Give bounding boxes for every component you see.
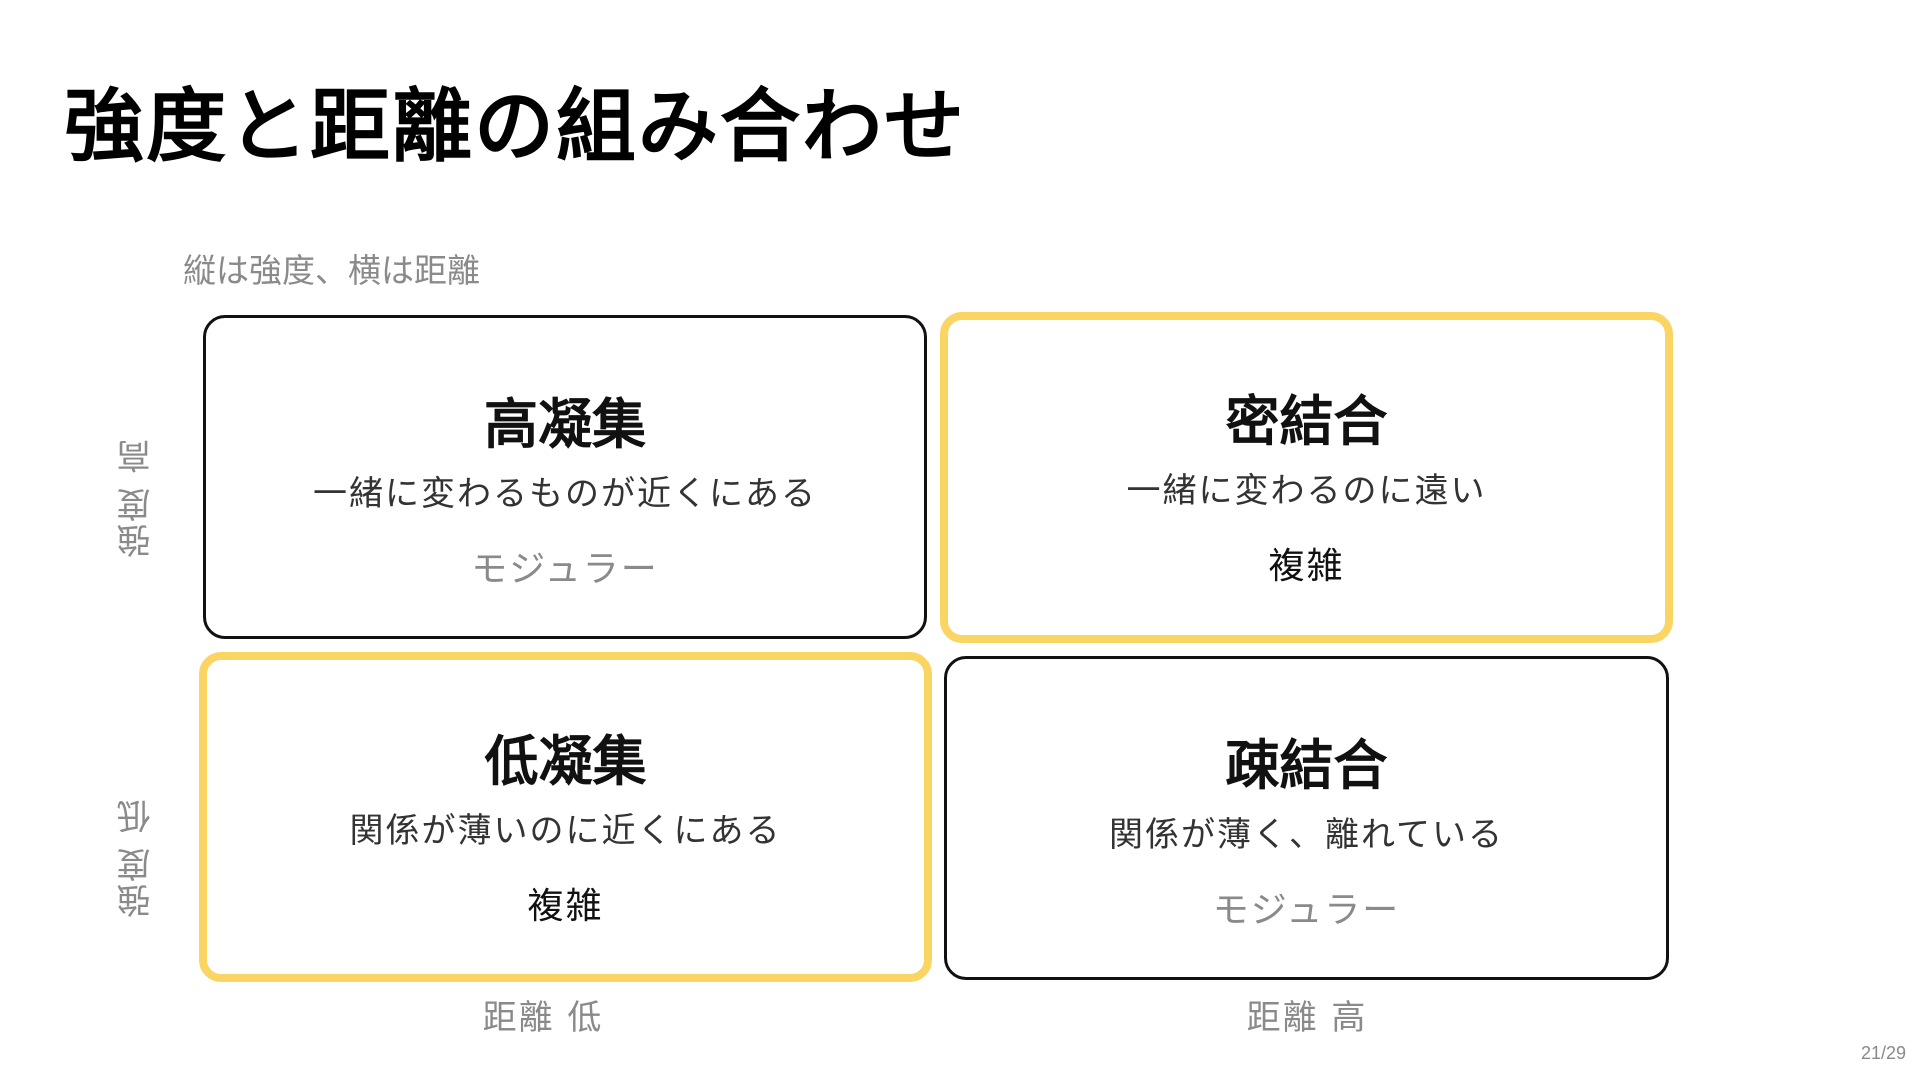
quadrant-result: モジュラー: [471, 549, 659, 590]
page-number: 21/29: [1860, 1043, 1906, 1063]
x-axis-label-low: 距離 低: [482, 998, 604, 1038]
quadrant-loose-coupling: 疎結合 関係が薄く、離れている モジュラー: [944, 656, 1669, 980]
quadrant-low-cohesion: 低凝集 関係が薄いのに近くにある 複雑: [199, 652, 932, 982]
quadrant-title: 低凝集: [484, 730, 647, 793]
quadrant-tight-coupling: 密結合 一緒に変わるのに遠い 複雑: [940, 312, 1673, 643]
matrix-caption: 縦は強度、横は距離: [183, 251, 480, 290]
quadrant-title: 疎結合: [1225, 734, 1388, 797]
slide-title: 強度と距離の組み合わせ: [64, 80, 966, 173]
quadrant-description: 関係が薄く、離れている: [1109, 815, 1504, 855]
quadrant-description: 一緒に変わるものが近くにある: [313, 474, 817, 514]
quadrant-title: 高凝集: [484, 393, 646, 456]
x-axis-label-high: 距離 高: [1246, 998, 1368, 1038]
y-axis-label-high: 強度 高: [117, 437, 157, 558]
quadrant-description: 関係が薄いのに近くにある: [349, 811, 782, 851]
quadrant-result: モジュラー: [1212, 890, 1401, 931]
quadrant-description: 一緒に変わるのに遠い: [1126, 471, 1487, 511]
quadrant-result: 複雑: [527, 886, 604, 927]
quadrant-title: 密結合: [1225, 390, 1388, 453]
quadrant-result: 複雑: [1268, 546, 1345, 587]
y-axis-label-low: 強度 低: [117, 797, 157, 918]
quadrant-high-cohesion: 高凝集 一緒に変わるものが近くにある モジュラー: [203, 315, 927, 639]
